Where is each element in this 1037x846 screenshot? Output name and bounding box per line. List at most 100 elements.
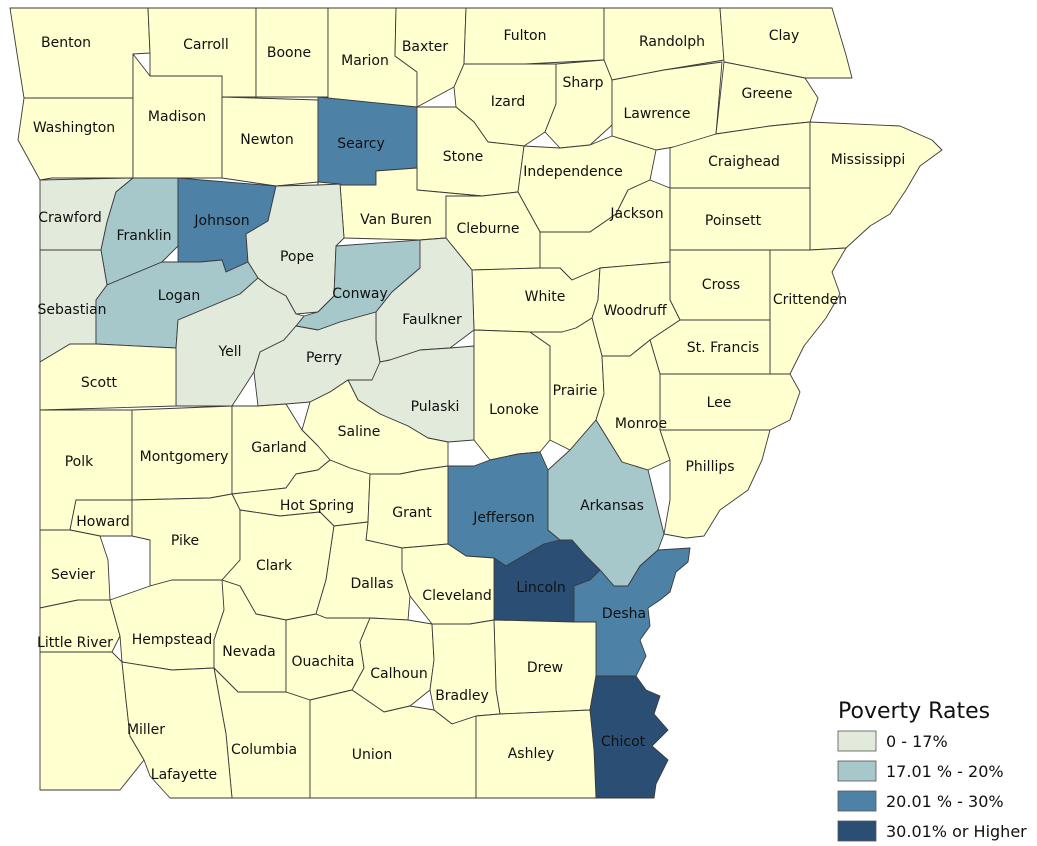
county-label-woodruff: Woodruff: [603, 303, 667, 319]
county-label-pulaski: Pulaski: [411, 399, 460, 415]
county-label-lafayette: Lafayette: [151, 767, 217, 783]
county-label-baxter: Baxter: [402, 39, 449, 55]
county-label-bradley: Bradley: [435, 688, 489, 704]
county-label-lee: Lee: [707, 395, 732, 411]
legend-label-3: 30.01% or Higher: [886, 822, 1027, 841]
county-label-perry: Perry: [306, 350, 342, 366]
legend-swatch-2: [837, 790, 877, 812]
legend-items: 0 - 17% 17.01 % - 20% 20.01 % - 30% 30.01% …: [837, 730, 1027, 842]
county-label-ashley: Ashley: [508, 746, 555, 762]
legend-label-1: 17.01 % - 20%: [886, 762, 1004, 781]
county-label-marion: Marion: [341, 53, 389, 69]
county-label-izard: Izard: [491, 94, 525, 110]
county-label-union: Union: [352, 747, 392, 763]
county-label-miller: Miller: [127, 722, 165, 738]
county-label-conway: Conway: [332, 286, 388, 302]
county-label-boone: Boone: [267, 45, 311, 61]
county-washington: [17, 97, 134, 181]
county-shapes: [9, 7, 943, 799]
county-label-desha: Desha: [602, 606, 646, 622]
county-label-prairie: Prairie: [553, 383, 598, 399]
county-label-arkansas: Arkansas: [580, 498, 644, 514]
legend-swatch-0: [837, 730, 877, 752]
county-label-van-buren: Van Buren: [360, 212, 432, 228]
county-union: [309, 689, 477, 799]
county-benton: [9, 7, 151, 99]
county-label-columbia: Columbia: [231, 742, 297, 758]
county-label-clark: Clark: [256, 558, 293, 574]
county-label-independence: Independence: [523, 164, 623, 180]
legend-label-2: 20.01 % - 30%: [886, 792, 1004, 811]
county-label-craighead: Craighead: [708, 154, 780, 170]
county-label-clay: Clay: [769, 28, 800, 44]
county-label-calhoun: Calhoun: [370, 666, 427, 682]
county-label-searcy: Searcy: [337, 136, 385, 152]
county-label-yell: Yell: [217, 344, 241, 360]
county-label-scott: Scott: [81, 375, 118, 391]
county-label-newton: Newton: [240, 132, 293, 148]
county-label-sebastian: Sebastian: [37, 302, 106, 318]
county-label-dallas: Dallas: [350, 576, 393, 592]
county-label-monroe: Monroe: [615, 416, 667, 432]
county-label-franklin: Franklin: [116, 228, 171, 244]
county-ashley: [475, 709, 597, 799]
county-label-crawford: Crawford: [38, 210, 101, 226]
county-label-crittenden: Crittenden: [773, 292, 847, 308]
county-label-hot-spring: Hot Spring: [280, 498, 354, 514]
county-bradley: [429, 619, 501, 725]
county-label-johnson: Johnson: [193, 213, 249, 229]
county-label-mississippi: Mississippi: [831, 152, 906, 168]
county-label-benton: Benton: [41, 35, 91, 51]
county-label-poinsett: Poinsett: [705, 213, 762, 229]
county-lonoke: [473, 329, 551, 461]
county-label-jefferson: Jefferson: [472, 510, 535, 526]
county-label-pike: Pike: [171, 533, 199, 549]
legend-title: Poverty Rates: [838, 699, 990, 724]
county-label-hempstead: Hempstead: [132, 632, 213, 648]
county-label-little-river: Little River: [37, 635, 113, 651]
county-howard: [69, 499, 133, 537]
county-label-jackson: Jackson: [609, 206, 663, 222]
county-label-white: White: [525, 289, 566, 305]
county-label-madison: Madison: [148, 109, 206, 125]
county-label-garland: Garland: [251, 440, 306, 456]
county-fulton: [463, 7, 605, 65]
county-label-washington: Washington: [33, 120, 115, 136]
county-label-carroll: Carroll: [183, 37, 229, 53]
county-label-pope: Pope: [280, 249, 314, 265]
county-label-logan: Logan: [158, 288, 200, 304]
county-label-lawrence: Lawrence: [623, 106, 690, 122]
county-label-cleveland: Cleveland: [422, 588, 491, 604]
county-label-cleburne: Cleburne: [456, 221, 519, 237]
county-label-sharp: Sharp: [563, 75, 604, 91]
legend-swatch-3: [837, 820, 877, 842]
county-label-saline: Saline: [338, 424, 381, 440]
county-label-ouachita: Ouachita: [292, 654, 355, 670]
county-label-st-francis: St. Francis: [687, 340, 759, 356]
county-label-nevada: Nevada: [222, 644, 275, 660]
county-label-chicot: Chicot: [601, 734, 646, 750]
county-label-polk: Polk: [65, 454, 94, 470]
county-label-drew: Drew: [527, 660, 563, 676]
county-label-montgomery: Montgomery: [140, 449, 229, 465]
county-label-grant: Grant: [392, 505, 432, 521]
map-legend: Poverty Rates 0 - 17% 17.01 % - 20% 20.01 …: [837, 699, 1027, 842]
county-label-greene: Greene: [741, 86, 792, 102]
legend-swatch-1: [837, 760, 877, 782]
county-yell: [175, 277, 305, 407]
county-newton: [221, 96, 319, 187]
county-lafayette: [121, 661, 233, 799]
county-label-cross: Cross: [702, 277, 740, 293]
county-label-lincoln: Lincoln: [516, 580, 566, 596]
county-label-sevier: Sevier: [51, 567, 95, 583]
county-label-randolph: Randolph: [639, 34, 705, 50]
county-label-lonoke: Lonoke: [489, 402, 539, 418]
county-dallas: [315, 521, 411, 621]
county-label-howard: Howard: [76, 514, 130, 530]
county-label-phillips: Phillips: [685, 459, 734, 475]
county-phillips: [659, 429, 771, 539]
county-label-stone: Stone: [443, 149, 483, 165]
legend-label-0: 0 - 17%: [886, 732, 948, 751]
